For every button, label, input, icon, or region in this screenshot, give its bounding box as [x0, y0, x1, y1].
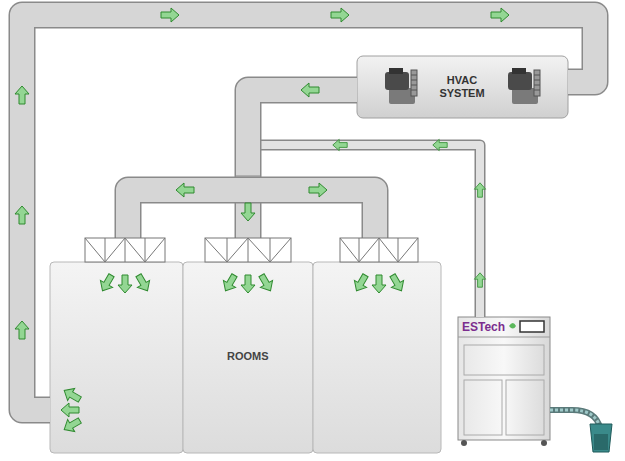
flow-arrow [491, 8, 509, 22]
diffuser-vents [85, 238, 418, 262]
rect-shape [313, 262, 441, 453]
rect-shape [357, 56, 568, 118]
rect-shape [520, 321, 544, 332]
return-airflow-arrow [61, 403, 79, 417]
flow-arrow [15, 321, 29, 339]
leaf-icon [509, 323, 516, 329]
rect-shape [205, 238, 291, 262]
path-shape [590, 424, 612, 452]
air-duct [22, 15, 595, 410]
line-shape [534, 80, 540, 81]
rooms [50, 262, 441, 453]
flow-arrow [333, 139, 347, 150]
flow-arrow [161, 8, 179, 22]
duct-body [248, 90, 357, 262]
room-airflow-arrow [241, 275, 255, 293]
flow-arrow [474, 273, 485, 287]
rect-shape [512, 68, 526, 74]
rooms-block: ROOMS [50, 262, 441, 453]
branch-duct [128, 176, 375, 238]
rect-shape [183, 262, 313, 453]
rect-shape [389, 68, 403, 74]
line-shape [411, 90, 417, 91]
duct-body [22, 15, 595, 410]
air-duct [248, 90, 357, 262]
duct-outline [22, 15, 595, 410]
room-airflow-arrow [96, 272, 117, 295]
duct-outline [248, 90, 357, 262]
path-shape [205, 238, 291, 262]
compressor-icon [385, 68, 417, 104]
line-shape [534, 90, 540, 91]
room-airflow-arrow [255, 272, 276, 295]
rect-shape [594, 434, 608, 450]
return-airflow-arrow [61, 384, 84, 405]
rect-shape [50, 262, 183, 453]
flow-arrow [241, 203, 255, 221]
estech-unit [458, 317, 550, 446]
line-shape [458, 337, 550, 338]
flow-arrow [15, 206, 29, 224]
room-airflow-arrow [372, 275, 386, 293]
rect-shape [235, 178, 261, 202]
rect-shape [464, 345, 544, 375]
compressor-icon [508, 68, 540, 104]
flow-arrow [331, 8, 349, 22]
line-shape [235, 176, 261, 177]
edge-arrows [15, 8, 509, 339]
airflow-arrows [61, 183, 408, 436]
flow-arrow [301, 83, 319, 97]
rect-shape [85, 238, 165, 262]
brand-logo-text: ESTech [462, 320, 505, 334]
circle-shape [461, 440, 467, 446]
hvac-housing [357, 56, 568, 118]
circle-shape [541, 440, 547, 446]
rect-shape [534, 70, 540, 96]
room-airflow-arrow [386, 272, 407, 295]
return-airflow-arrow [61, 414, 84, 435]
room-airflow-arrow [219, 272, 240, 295]
rect-shape [508, 72, 532, 90]
flow-arrow [474, 183, 485, 197]
room-airflow-arrow [350, 272, 371, 295]
rect-shape [340, 238, 418, 262]
line-shape [534, 85, 540, 86]
branch-airflow-arrow [309, 183, 327, 197]
path-shape [340, 238, 418, 262]
line-shape [411, 85, 417, 86]
rect-shape [464, 380, 502, 435]
rect-shape [506, 380, 544, 435]
estech-unit: ESTech [458, 317, 550, 440]
branch-airflow-arrow [176, 183, 194, 197]
flow-arrow [433, 139, 447, 150]
line-shape [411, 80, 417, 81]
line-shape [411, 75, 417, 76]
rect-shape [385, 72, 409, 90]
flow-arrow [15, 86, 29, 104]
room-airflow-arrow [118, 275, 132, 293]
drain-hose [550, 410, 612, 452]
room-airflow-arrow [132, 272, 153, 295]
rect-shape [458, 317, 550, 440]
node-label: HVAC SYSTEM [434, 74, 490, 100]
rect-shape [411, 70, 417, 96]
path-shape [85, 238, 165, 262]
hvac-unit: HVAC SYSTEM [357, 56, 568, 118]
line-shape [534, 75, 540, 76]
node-label: ROOMS [227, 350, 269, 363]
